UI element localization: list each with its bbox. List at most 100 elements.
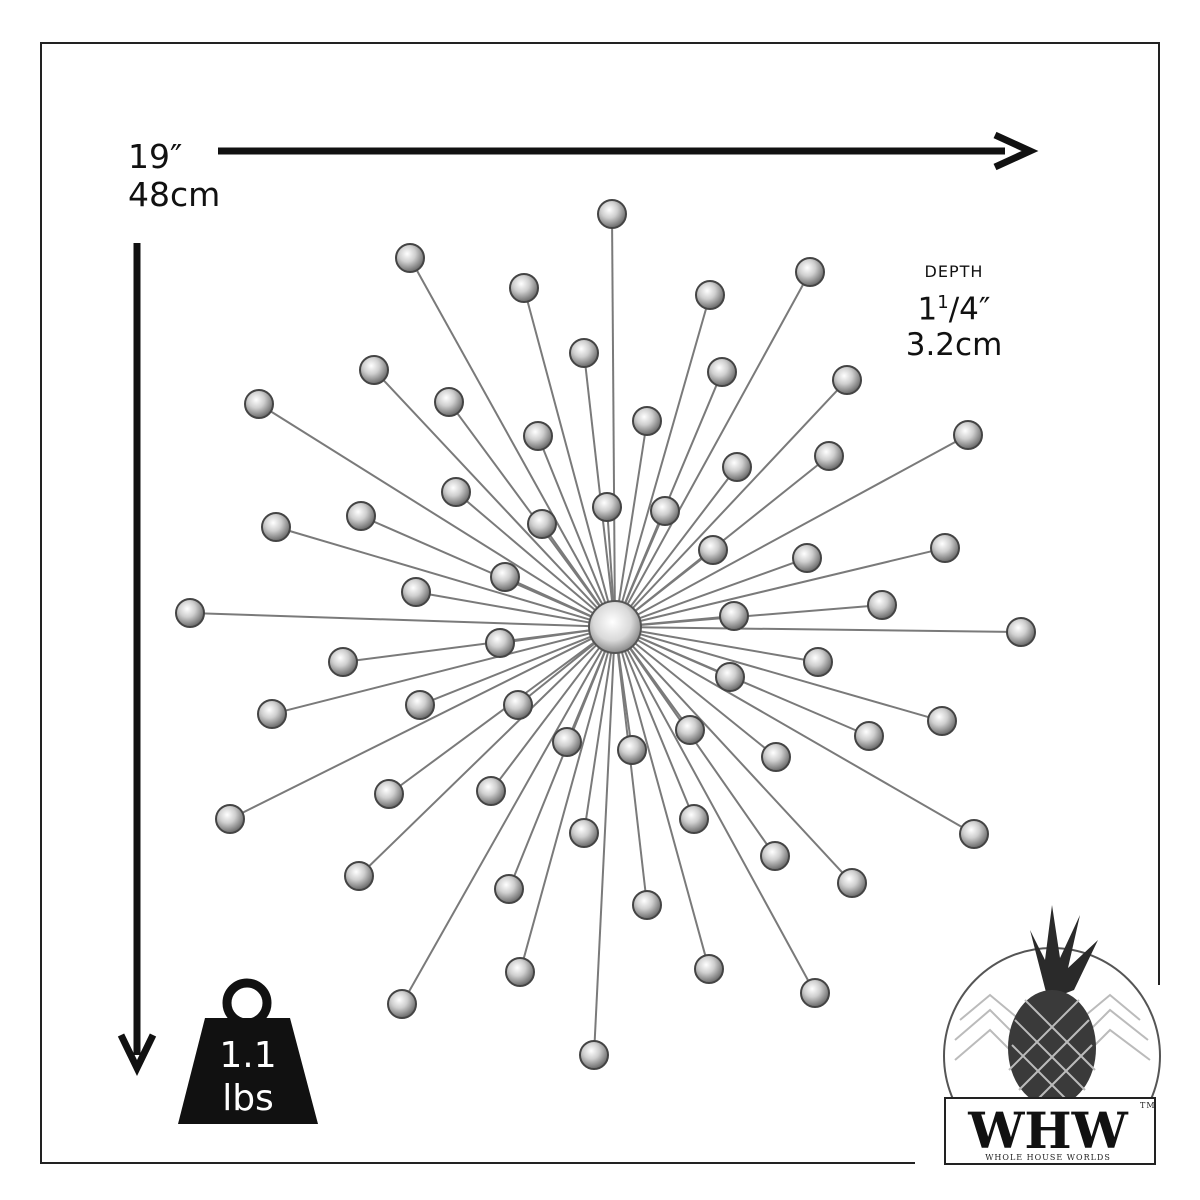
- starburst-gem: [632, 890, 662, 920]
- depth-denominator: 4: [959, 291, 979, 328]
- starburst-rod: [616, 648, 647, 894]
- starburst-rod: [635, 561, 797, 621]
- starburst-gem: [930, 533, 960, 563]
- starburst-rod: [636, 616, 723, 626]
- center-jewel: [588, 600, 642, 654]
- starburst-rod: [515, 581, 596, 619]
- starburst-gem: [617, 735, 647, 765]
- starburst-gem: [395, 243, 425, 273]
- starburst-rod: [455, 411, 603, 610]
- starburst-rod: [631, 640, 768, 751]
- starburst-gem: [795, 257, 825, 287]
- starburst-rod: [381, 378, 601, 612]
- starburst-rod: [414, 268, 606, 609]
- starburst-gem: [675, 715, 705, 745]
- starburst-gem: [592, 492, 622, 522]
- brand-trademark: TM: [1140, 1101, 1156, 1110]
- starburst-gem: [760, 841, 790, 871]
- starburst-rod: [619, 647, 707, 958]
- starburst-rod: [636, 629, 807, 661]
- starburst-rod: [407, 645, 606, 995]
- starburst-gem: [1006, 617, 1036, 647]
- weight-unit: lbs: [222, 1078, 274, 1119]
- starburst-gem: [527, 509, 557, 539]
- starburst-rod: [636, 626, 1010, 633]
- starburst-rod: [548, 533, 604, 610]
- starburst-rod: [629, 642, 845, 875]
- starburst-gem: [579, 1040, 609, 1070]
- width-centimeters: 48cm: [128, 175, 221, 214]
- starburst-gem: [552, 727, 582, 757]
- starburst-gem: [650, 496, 680, 526]
- weight-value: 1.1: [219, 1035, 276, 1076]
- starburst-rod: [611, 225, 616, 606]
- depth-centimeters: 3.2cm: [905, 327, 1003, 364]
- starburst-rod: [268, 409, 597, 617]
- starburst-gem: [244, 389, 274, 419]
- starburst-rod: [629, 388, 840, 612]
- starburst-gem: [800, 978, 830, 1008]
- starburst-rod: [635, 632, 931, 719]
- starburst-rod: [593, 648, 615, 1044]
- starburst-gem: [927, 706, 957, 736]
- starburst-gem: [374, 779, 404, 809]
- starburst-gem: [719, 601, 749, 631]
- width-inches: 19″: [128, 137, 183, 176]
- starburst-gem: [434, 387, 464, 417]
- starburst-rods: [201, 225, 1010, 1044]
- starburst-gem: [832, 365, 862, 395]
- starburst-gem: [359, 355, 389, 385]
- starburst-gems: [175, 199, 1036, 1070]
- starburst-gem: [867, 590, 897, 620]
- starburst-rod: [512, 647, 608, 879]
- starburst-gem: [441, 477, 471, 507]
- starburst-rod: [584, 364, 614, 606]
- starburst-gem: [679, 804, 709, 834]
- image-frame: [40, 42, 1160, 1164]
- depth-numerator: 1: [937, 292, 949, 313]
- starburst-rod: [240, 635, 596, 815]
- starburst-rod: [631, 556, 705, 615]
- starburst-gem: [328, 647, 358, 677]
- brand-logo: WHW WHOLE HOUSE WORLDS TM: [915, 905, 1200, 1200]
- starburst-gem: [715, 662, 745, 692]
- starburst-gem: [257, 699, 287, 729]
- starburst-gem: [694, 954, 724, 984]
- width-dimension: 19″ 48cm: [128, 138, 220, 214]
- starburst-rod: [624, 645, 811, 983]
- starburst-rod: [624, 282, 806, 609]
- starburst-gem: [494, 874, 524, 904]
- brand-initials: WHW: [967, 1101, 1128, 1160]
- starburst-gem: [523, 421, 553, 451]
- starburst-rod: [464, 499, 599, 614]
- starburst-rod: [633, 439, 958, 618]
- starburst-gem: [695, 280, 725, 310]
- starburst-gem: [503, 690, 533, 720]
- starburst-rod: [354, 628, 594, 662]
- starburst-gem: [854, 721, 884, 751]
- weight-icon: 1.1 lbs: [178, 978, 318, 1124]
- starburst-rod: [617, 432, 647, 606]
- starburst-gem: [346, 501, 376, 531]
- starburst-gem: [837, 868, 867, 898]
- starburst-rod: [497, 643, 603, 783]
- starburst-rod: [622, 521, 662, 608]
- starburst-gem: [490, 562, 520, 592]
- starburst-rod: [366, 641, 600, 869]
- width-arrow: [218, 131, 1039, 171]
- starburst-rod: [620, 306, 708, 607]
- starburst-gem: [509, 273, 539, 303]
- height-arrow: [117, 243, 157, 1077]
- starburst-rod: [634, 634, 859, 733]
- starburst-rod: [201, 612, 594, 628]
- starburst-rod: [622, 646, 691, 809]
- brand-name: WHOLE HOUSE WORLDS: [985, 1153, 1111, 1162]
- starburst-gem: [722, 452, 752, 482]
- starburst-rod: [633, 637, 965, 829]
- starburst-gem: [485, 628, 515, 658]
- starburst-rod: [526, 640, 599, 699]
- depth-inches: 11/4″: [917, 291, 991, 328]
- starburst-gem: [261, 512, 291, 542]
- depth-dimension: DEPTH 11/4″ 3.2cm: [880, 262, 1028, 363]
